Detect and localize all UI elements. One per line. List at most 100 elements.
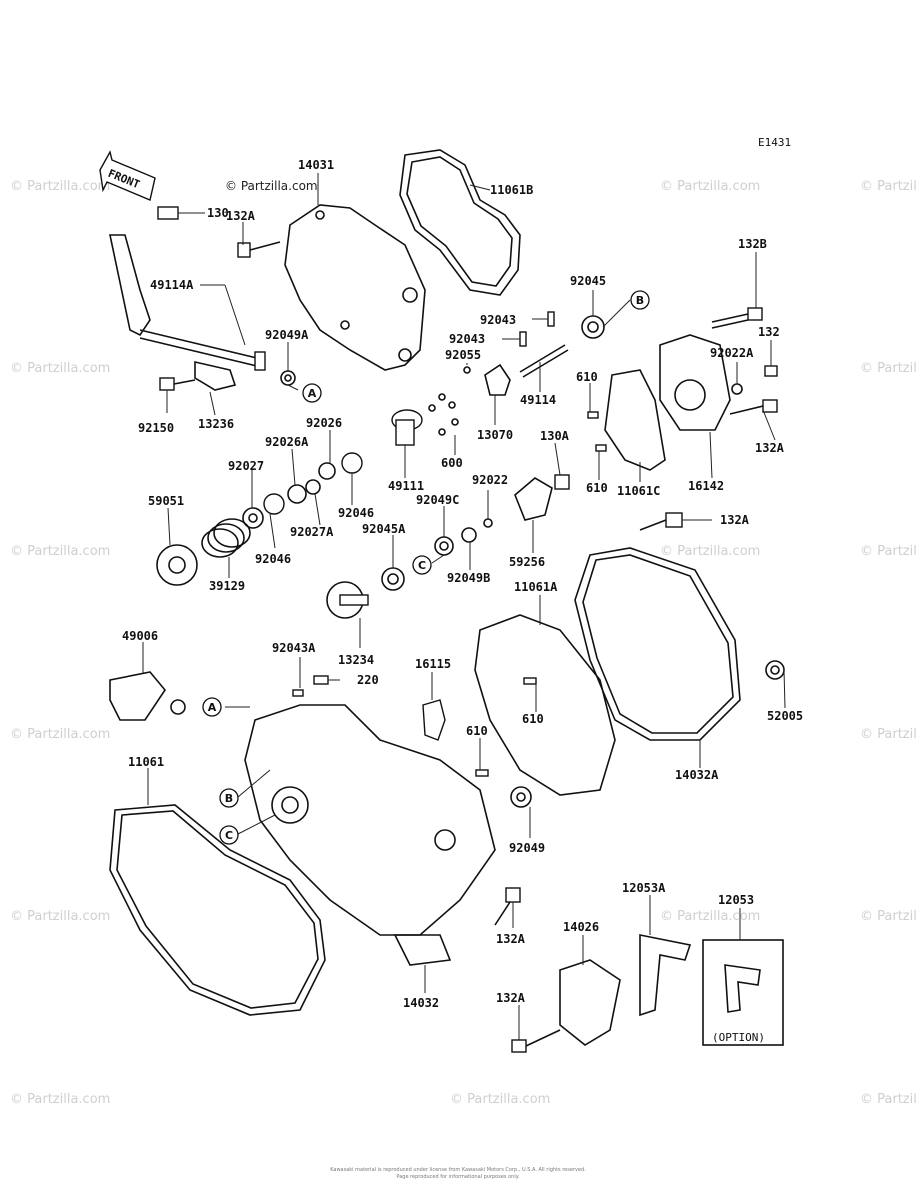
part-label[interactable]: 130A bbox=[540, 429, 570, 443]
watermark: © Partzilla.com bbox=[860, 909, 917, 924]
part-14026 bbox=[559, 959, 621, 1046]
watermark: © Partzilla.com bbox=[860, 544, 917, 559]
impeller bbox=[484, 363, 511, 396]
footer-copyright: Kawasaki material is reproduced under li… bbox=[330, 1167, 586, 1173]
part-label[interactable]: 14026 bbox=[563, 920, 599, 934]
watermark: © Partzilla.com bbox=[10, 1092, 110, 1107]
part-label[interactable]: 92055 bbox=[445, 348, 481, 362]
part-label[interactable]: 11061 bbox=[128, 755, 164, 769]
watermark: © Partzilla.com bbox=[660, 544, 760, 559]
leader-lines bbox=[142, 173, 786, 1040]
part-label[interactable]: 600 bbox=[441, 456, 463, 470]
part-label[interactable]: 49114 bbox=[520, 393, 556, 407]
part-label[interactable]: 11061A bbox=[514, 580, 558, 594]
part-label[interactable]: 132A bbox=[496, 932, 526, 946]
part-label[interactable]: 59256 bbox=[509, 555, 545, 569]
part-label[interactable]: 92043A bbox=[272, 641, 316, 655]
ref-marker-b bbox=[219, 788, 239, 808]
water-pump-cover bbox=[659, 334, 731, 431]
front-arrow-icon: FRONT bbox=[99, 150, 156, 201]
watermark: © Partzilla.com bbox=[860, 1092, 917, 1107]
option-label: (OPTION) bbox=[712, 1031, 765, 1044]
ref-marker-c bbox=[412, 555, 432, 575]
part-label[interactable]: 92049A bbox=[265, 328, 309, 342]
parts-drawings bbox=[109, 149, 785, 1053]
watermark: © Partzilla.com bbox=[10, 361, 110, 376]
part-label[interactable]: 610 bbox=[466, 724, 488, 738]
diagram-code: E1431 bbox=[758, 136, 791, 149]
gasket-11061 bbox=[109, 804, 326, 1016]
part-label[interactable]: 610 bbox=[522, 712, 544, 726]
part-label[interactable]: 16142 bbox=[688, 479, 724, 493]
part-label[interactable]: 132B bbox=[738, 237, 767, 251]
part-label[interactable]: 92026A bbox=[265, 435, 309, 449]
part-label[interactable]: 92027A bbox=[290, 525, 334, 539]
ref-label-b: B bbox=[636, 294, 644, 307]
part-label[interactable]: 11061B bbox=[490, 183, 533, 197]
part-label[interactable]: 132A bbox=[226, 209, 256, 223]
gasket-11061c bbox=[604, 369, 666, 471]
part-label[interactable]: 49111 bbox=[388, 479, 424, 493]
part-label[interactable]: 92045A bbox=[362, 522, 406, 536]
part-labels: 14031 11061B 130 132A 49114A 92049A 9215… bbox=[122, 158, 803, 1010]
part-label[interactable]: 59051 bbox=[148, 494, 184, 508]
part-label[interactable]: 49006 bbox=[122, 629, 158, 643]
ref-marker-c bbox=[219, 825, 239, 845]
part-label[interactable]: 610 bbox=[576, 370, 598, 384]
part-label[interactable]: 13234 bbox=[338, 653, 374, 667]
part-label[interactable]: 92022A bbox=[710, 346, 754, 360]
part-label[interactable]: 92027 bbox=[228, 459, 264, 473]
watermark: © Partzilla.com bbox=[450, 1092, 550, 1107]
clutch-cover bbox=[284, 204, 426, 371]
part-label[interactable]: 92045 bbox=[570, 274, 606, 288]
part-label[interactable]: 12053A bbox=[622, 881, 666, 895]
ref-label-c: C bbox=[225, 829, 233, 842]
crankcase-cover-14032 bbox=[244, 704, 496, 936]
part-label[interactable]: 132 bbox=[758, 325, 780, 339]
part-label[interactable]: 14032A bbox=[675, 768, 719, 782]
ref-label-a: A bbox=[208, 701, 217, 714]
option-box bbox=[702, 939, 784, 1046]
part-label[interactable]: 132A bbox=[720, 513, 750, 527]
part-label[interactable]: 92046 bbox=[338, 506, 374, 520]
part-label[interactable]: 52005 bbox=[767, 709, 803, 723]
part-label[interactable]: 16115 bbox=[415, 657, 451, 671]
part-label[interactable]: 610 bbox=[586, 481, 608, 495]
part-label[interactable]: 130 bbox=[207, 206, 229, 220]
part-label[interactable]: 220 bbox=[357, 673, 379, 687]
part-label[interactable]: 14032 bbox=[403, 996, 439, 1010]
watermark: © Partzilla.com bbox=[860, 361, 917, 376]
watermark: © Partzilla.com bbox=[660, 909, 760, 924]
ref-label-b: B bbox=[225, 792, 233, 805]
ref-label-a: A bbox=[308, 387, 317, 400]
part-label[interactable]: 92026 bbox=[306, 416, 342, 430]
watermark: © Partzilla.com bbox=[660, 179, 760, 194]
part-49006 bbox=[109, 671, 166, 721]
part-label[interactable]: 92049 bbox=[509, 841, 545, 855]
gasket-11061b bbox=[399, 149, 521, 296]
bracket-12053a bbox=[639, 934, 692, 1017]
part-label[interactable]: 39129 bbox=[209, 579, 245, 593]
part-label[interactable]: 92150 bbox=[138, 421, 174, 435]
part-label[interactable]: 132A bbox=[755, 441, 785, 455]
reference-markers: A B C A B C bbox=[202, 290, 650, 845]
part-label[interactable]: 13236 bbox=[198, 417, 234, 431]
part-label[interactable]: 11061C bbox=[617, 484, 660, 498]
part-label[interactable]: 92049C bbox=[416, 493, 459, 507]
part-label[interactable]: 14031 bbox=[298, 158, 334, 172]
footer-note: Page reproduced for informational purpos… bbox=[396, 1174, 520, 1180]
part-label[interactable]: 13070 bbox=[477, 428, 513, 442]
part-label[interactable]: 132A bbox=[496, 991, 526, 1005]
outer-cover-14032a bbox=[574, 547, 741, 741]
part-label[interactable]: 92043 bbox=[449, 332, 485, 346]
part-label[interactable]: 49114A bbox=[150, 278, 194, 292]
header-watermark: © Partzilla.com bbox=[225, 179, 318, 193]
part-label[interactable]: 92046 bbox=[255, 552, 291, 566]
gasket-11061a bbox=[474, 614, 616, 796]
part-label[interactable]: 92022 bbox=[472, 473, 508, 487]
part-label[interactable]: 92049B bbox=[447, 571, 490, 585]
ref-marker-a bbox=[302, 383, 322, 403]
part-label[interactable]: 12053 bbox=[718, 893, 754, 907]
part-label[interactable]: 92043 bbox=[480, 313, 516, 327]
